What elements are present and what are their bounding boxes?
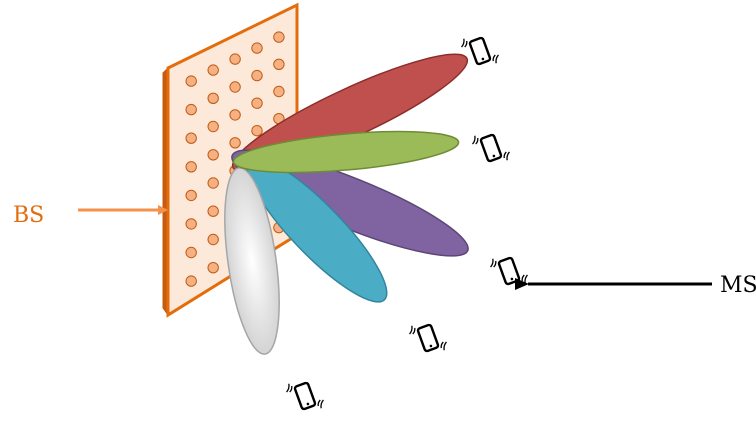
antenna-element-dot (208, 150, 218, 160)
antenna-element-dot (186, 162, 196, 172)
antenna-element-dot (208, 121, 218, 131)
antenna-element-dot (186, 190, 196, 200)
antenna-element-dot (252, 43, 262, 53)
antenna-element-dot (208, 178, 218, 188)
antenna-element-dot (230, 54, 240, 64)
phone-icon-4 (407, 317, 449, 360)
antenna-element-dot (186, 133, 196, 143)
antenna-element-dot (230, 138, 240, 148)
phone-icon-2 (470, 127, 512, 170)
antenna-element-dot (186, 104, 196, 114)
antenna-element-dot (274, 59, 284, 69)
antenna-element-dot (252, 70, 262, 80)
antenna-element-dot (274, 86, 284, 96)
antenna-element-dot (208, 93, 218, 103)
antenna-element-dot (230, 82, 240, 92)
bs-label: BS (13, 203, 44, 228)
antenna-element-dot (230, 110, 240, 120)
antenna-element-dot (274, 32, 284, 42)
ms-label: MS (720, 273, 756, 298)
antenna-element-dot (252, 98, 262, 108)
antenna-element-dot (186, 276, 196, 286)
antenna-element-dot (186, 247, 196, 257)
antenna-element-dot (208, 263, 218, 273)
antenna-element-dot (208, 206, 218, 216)
ms-annotation: MS (528, 273, 756, 298)
bs-annotation: BS (13, 203, 166, 228)
antenna-element-dot (186, 219, 196, 229)
antenna-element-dot (208, 65, 218, 75)
antenna-element-dot (186, 76, 196, 86)
phone-icon-3 (488, 250, 530, 293)
antenna-element-dot (208, 234, 218, 244)
phone-icon-5 (284, 375, 326, 418)
antenna-element-dot (252, 126, 262, 136)
